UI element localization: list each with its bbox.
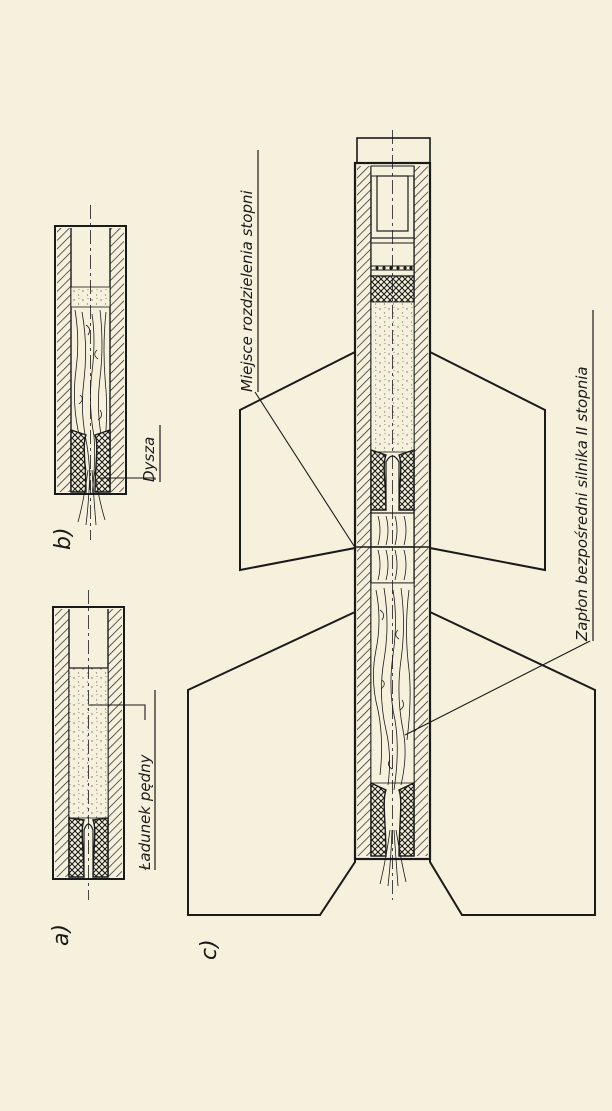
panel-a: Ładunek pędny a) <box>49 590 156 946</box>
stage-one-nozzle-right <box>398 781 415 857</box>
upper-fin-right <box>429 350 546 572</box>
stage-two-nozzle-left <box>370 449 387 511</box>
separation-leader <box>254 391 357 550</box>
panel-b-nozzle-label: Dysza <box>140 437 158 482</box>
stage-one-nozzle-left <box>370 781 387 857</box>
panel-a-wall-left <box>55 609 69 877</box>
panel-c-tag: c) <box>197 939 222 960</box>
panel-b-leader <box>98 477 156 480</box>
panel-b-nozzle-right <box>94 429 111 493</box>
panel-a-wall-right <box>108 609 122 877</box>
ignition-label: Zapłon bezpośredni silnika II stopnia <box>573 366 591 642</box>
stage-one-combustion-gases <box>373 587 411 791</box>
body-wall-right <box>414 166 428 856</box>
separation-label: Miejsce rozdzielenia stopni <box>238 189 256 392</box>
stage-two-nozzle-right <box>398 449 415 511</box>
stage-one-exhaust-plume <box>379 829 407 887</box>
lower-fin-left <box>187 610 356 916</box>
stage-two-nose-tube <box>356 137 431 167</box>
panel-a-nozzle-left <box>68 817 85 878</box>
panel-b-tag: b) <box>51 527 76 550</box>
panel-b-wall-left <box>57 228 71 492</box>
ignition-leader <box>404 640 591 736</box>
stage-two-propellant <box>370 301 415 453</box>
panel-b-nozzle-left <box>70 429 87 493</box>
lower-fin-right <box>429 610 596 916</box>
upper-fin-left <box>239 350 356 572</box>
panel-a-nozzle-right <box>92 817 109 878</box>
body-wall-left <box>357 166 371 856</box>
panel-b: Dysza b) <box>51 205 161 550</box>
panel-a-leader <box>88 704 146 720</box>
panel-b-exhaust-plume <box>77 469 106 526</box>
panel-b-wall-right <box>110 228 124 492</box>
panel-c: Miejsce rozdzielenia stopni Zapłon bezpo… <box>187 130 596 960</box>
panel-a-charge-label: Ładunek pędny <box>136 753 154 871</box>
panel-a-tag: a) <box>49 924 74 946</box>
